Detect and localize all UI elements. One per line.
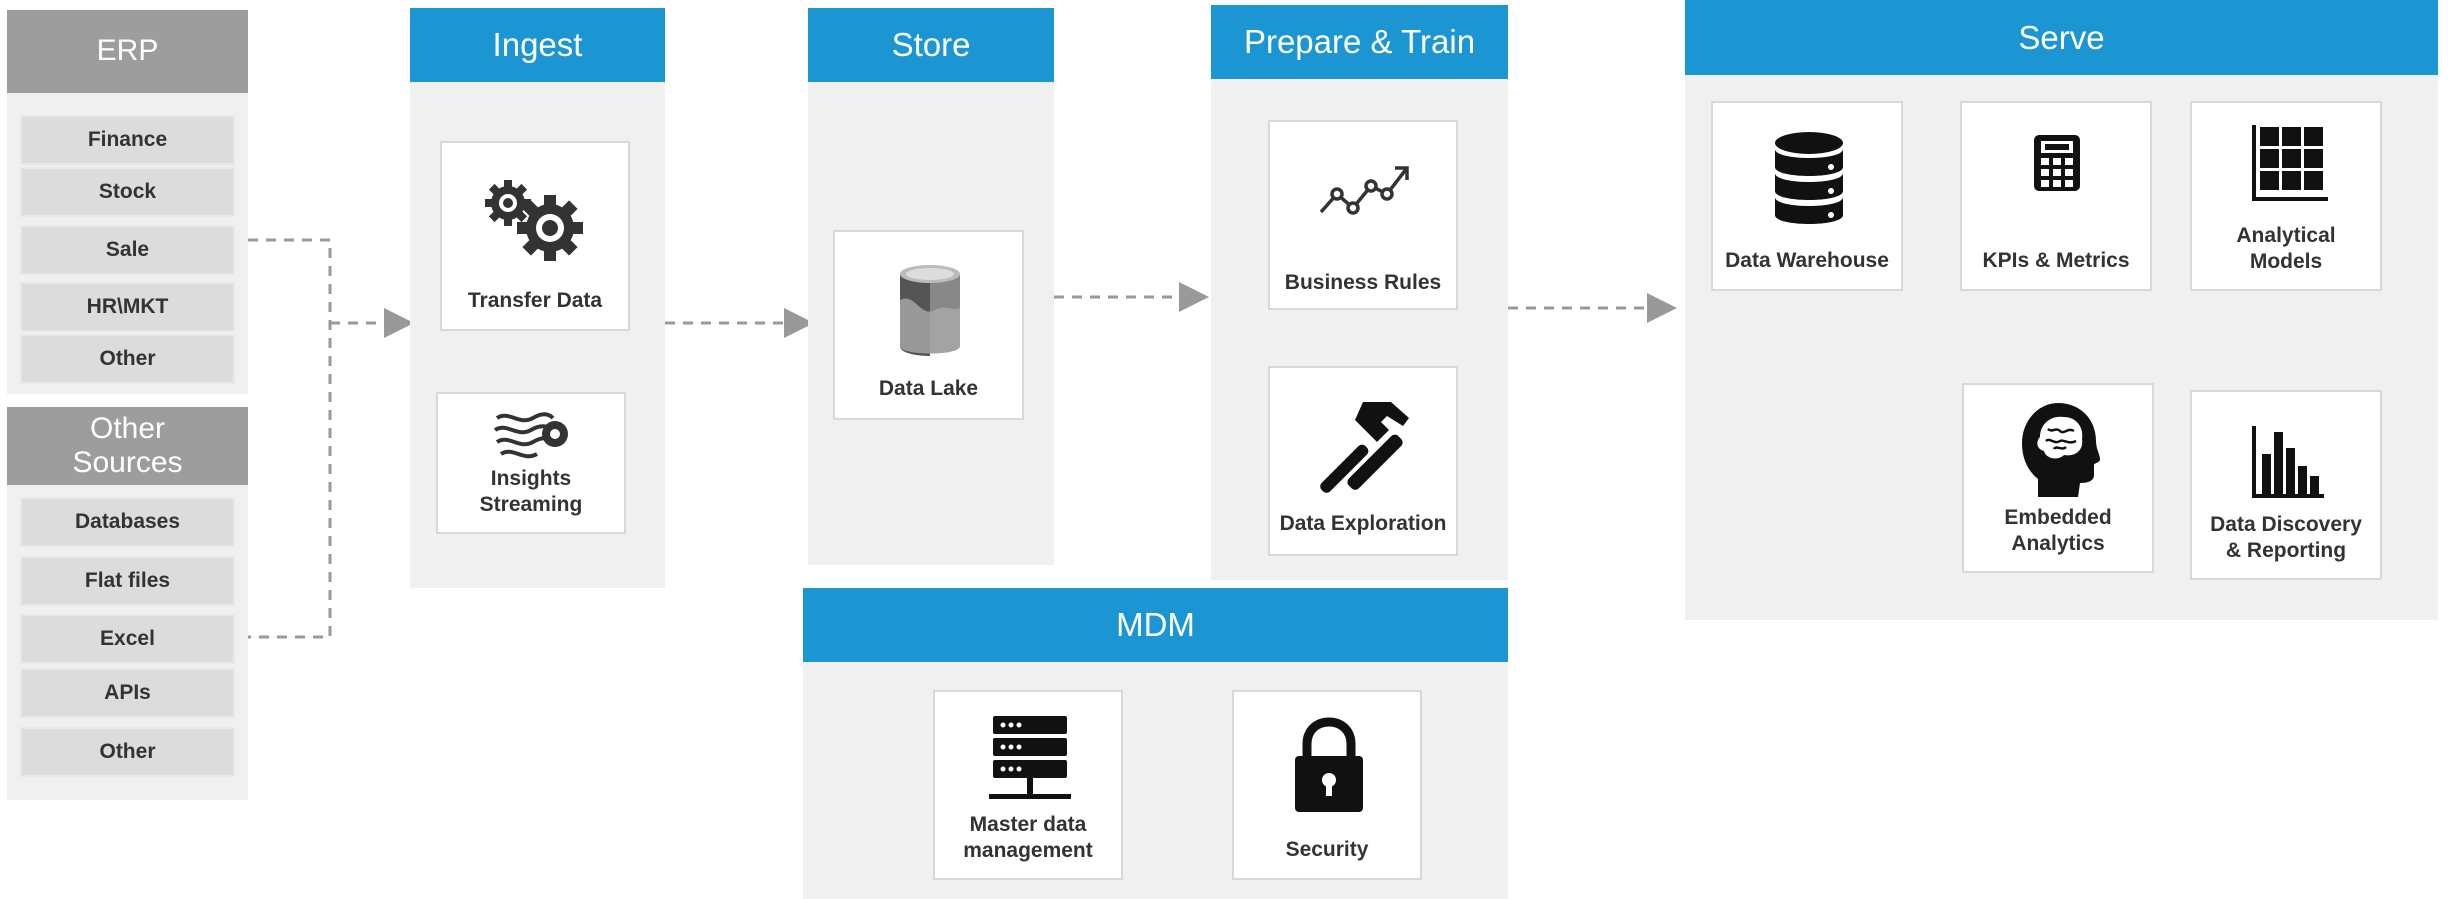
- kpis-metrics-label: KPIs & Metrics: [1982, 249, 2130, 272]
- analytical-models-card: Analytical Models: [2190, 101, 2382, 291]
- insights-label-line2: Streaming: [479, 493, 583, 517]
- other-item-flat-files: Flat files: [20, 556, 235, 606]
- insights-streaming-label: Insights Streaming: [438, 466, 624, 519]
- serve-header: Serve: [1685, 0, 2438, 75]
- security-label: Security: [1285, 838, 1369, 861]
- other-sources-panel: Other Sources Databases Flat files Excel…: [7, 407, 248, 800]
- embedded-analytics-card: Embedded Analytics: [1962, 383, 2154, 573]
- other-sources-title-line1: Other: [89, 411, 166, 445]
- insights-streaming-card: Insights Streaming: [436, 392, 626, 534]
- prepare-train-panel: Prepare & Train Business Rules Data Expl…: [1211, 5, 1508, 580]
- discovery-label-line2: & Reporting: [2225, 539, 2347, 563]
- insights-label-line1: Insights: [490, 467, 572, 490]
- other-item-databases: Databases: [20, 497, 235, 547]
- hammer-icon: [1320, 402, 1409, 493]
- store-header: Store: [808, 8, 1054, 82]
- embedded-label-line2: Analytics: [2011, 532, 2105, 556]
- ingest-panel: Ingest Transf: [410, 8, 665, 588]
- bar-chart-icon: [2252, 426, 2324, 498]
- erp-item-sale: Sale: [20, 225, 235, 275]
- calculator-icon: [2034, 135, 2080, 191]
- data-discovery-card: Data Discovery & Reporting: [2190, 390, 2382, 580]
- ingest-header: Ingest: [410, 8, 665, 82]
- erp-item-stock: Stock: [20, 167, 235, 217]
- other-item-excel: Excel: [20, 614, 235, 664]
- data-exploration-label: Data Exploration: [1279, 512, 1447, 535]
- grid-icon: [2252, 125, 2328, 201]
- data-lake-card: Data Lake: [833, 230, 1024, 420]
- sources-bracket-connector: [248, 238, 332, 639]
- other-item-other: Other: [20, 727, 235, 777]
- erp-header: ERP: [7, 10, 248, 93]
- embedded-analytics-label: Embedded Analytics: [1964, 505, 2152, 558]
- master-label-line1: Master data: [969, 813, 1087, 836]
- erp-item-other: Other: [20, 334, 235, 384]
- erp-item-finance: Finance: [20, 115, 235, 165]
- discovery-label-line1: Data Discovery: [2210, 513, 2362, 536]
- store-panel: Store Data Lake: [808, 8, 1054, 565]
- database-icon: [1775, 132, 1843, 224]
- prepare-train-header: Prepare & Train: [1211, 5, 1508, 79]
- master-data-card: Master data management: [933, 690, 1123, 880]
- analytical-models-label: Analytical Models: [2192, 223, 2380, 276]
- erp-item-hrmkt: HR\MKT: [20, 282, 235, 332]
- data-exploration-card: Data Exploration: [1268, 366, 1458, 556]
- trend-line-icon: [1319, 166, 1409, 215]
- data-discovery-label: Data Discovery & Reporting: [2192, 512, 2380, 565]
- master-label-line2: management: [963, 839, 1093, 863]
- analytical-label-line2: Models: [2249, 250, 2323, 274]
- other-sources-header: Other Sources: [7, 407, 248, 485]
- business-rules-label: Business Rules: [1284, 271, 1442, 294]
- security-card: Security: [1232, 690, 1422, 880]
- streaming-icon: [493, 412, 568, 459]
- mdm-panel: MDM Master data management: [803, 588, 1508, 899]
- data-lake-label: Data Lake: [878, 377, 979, 400]
- transfer-data-card: Transfer Data: [440, 141, 630, 331]
- serve-panel: Serve Data Warehouse KPIs &: [1685, 0, 2438, 620]
- master-data-label: Master data management: [935, 812, 1121, 865]
- brain-head-icon: [2022, 403, 2100, 497]
- business-rules-card: Business Rules: [1268, 120, 1458, 310]
- data-warehouse-card: Data Warehouse: [1711, 101, 1903, 291]
- analytical-label-line1: Analytical: [2236, 224, 2336, 247]
- gears-icon: [485, 180, 583, 261]
- data-lake-icon: [900, 265, 960, 356]
- mdm-header: MDM: [803, 588, 1508, 662]
- server-icon: [989, 716, 1071, 799]
- data-warehouse-label: Data Warehouse: [1725, 249, 1889, 272]
- transfer-data-label: Transfer Data: [467, 289, 603, 312]
- other-sources-title-line2: Sources: [72, 446, 183, 479]
- lock-icon: [1295, 717, 1363, 812]
- embedded-label-line1: Embedded: [2004, 506, 2112, 529]
- kpis-metrics-card: KPIs & Metrics: [1960, 101, 2152, 291]
- erp-panel: ERP Finance Stock Sale HR\MKT Other: [7, 10, 248, 394]
- other-item-apis: APIs: [20, 668, 235, 718]
